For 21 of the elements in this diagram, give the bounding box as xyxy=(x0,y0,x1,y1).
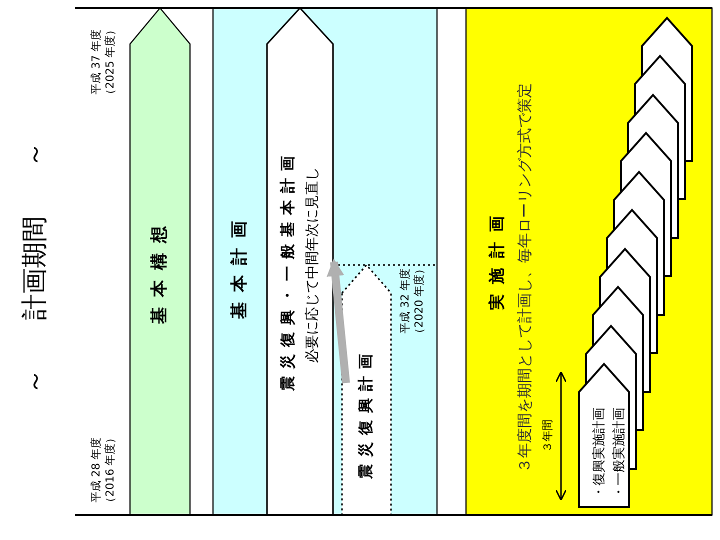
band-heading: 基本構想 xyxy=(149,216,170,324)
year-label: 平成 37 年度（2025 年度） xyxy=(89,23,117,101)
plan-panel xyxy=(213,8,437,515)
panel-heading: 実施計画 xyxy=(487,206,507,310)
band-heading: 震災復興計画 xyxy=(356,347,376,479)
note-text: ３年度間を期間として計画し、毎年ローリング方式で策定 xyxy=(516,83,534,473)
arrow-card xyxy=(579,364,629,507)
band-heading: 震災復興・一般基本計画 xyxy=(278,149,298,391)
card-text: ・一般実施計画 xyxy=(612,408,628,498)
dotted-arrow-band xyxy=(342,265,391,515)
note-text: 必要に応じて中間年次に見直し xyxy=(304,167,322,363)
dimension-label: ３年間 xyxy=(541,420,555,452)
period-title: ～ 計画期間 ～ xyxy=(18,142,51,394)
arrow xyxy=(326,258,350,384)
arrow-band xyxy=(130,8,190,515)
year-label: 平成 32 年度（2020 年度） xyxy=(398,262,426,340)
card-text: ・復興実施計画 xyxy=(592,408,608,498)
arrow-band xyxy=(267,8,333,515)
plan-panel xyxy=(466,8,712,515)
year-label: 平成 28 年度（2016 年度） xyxy=(89,431,117,509)
panel-heading: 基本計画 xyxy=(229,211,250,319)
